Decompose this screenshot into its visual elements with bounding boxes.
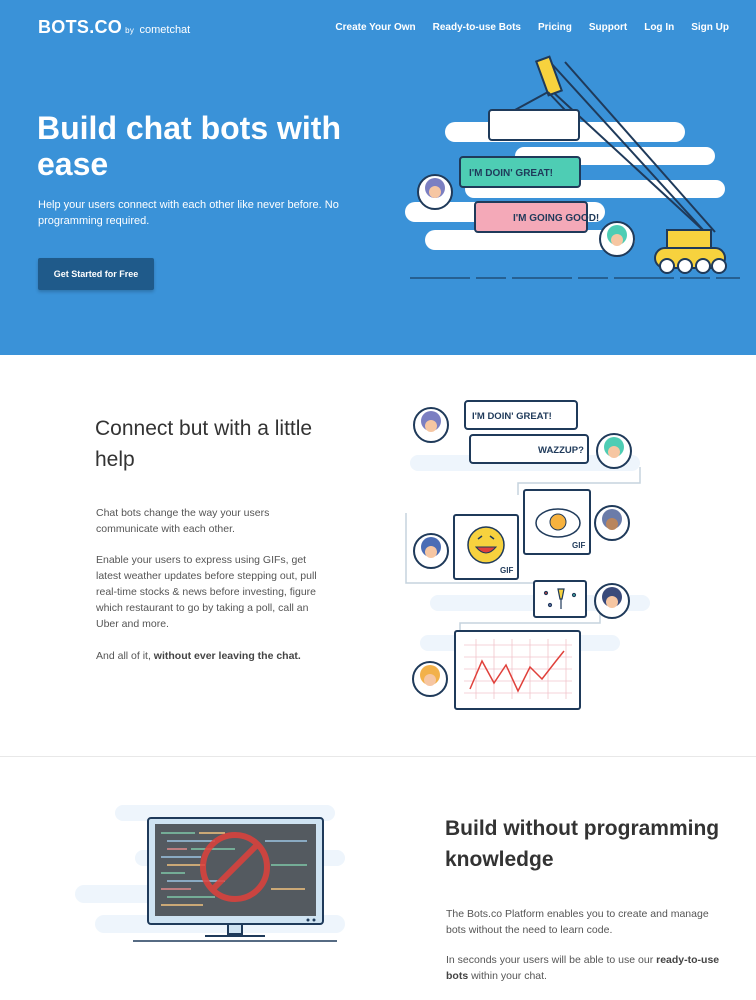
connect-illustration: I'M DOIN' GREAT! WAZZUP? GIF GIF: [405, 400, 650, 710]
nav-log-in[interactable]: Log In: [644, 22, 675, 33]
nav-pricing[interactable]: Pricing: [537, 22, 572, 33]
logo-partner: cometchat: [139, 24, 191, 36]
connect-paragraph-3: And all of it, without ever leaving the …: [96, 648, 326, 664]
build-paragraph-2-bold[interactable]: ready-to-use bots: [446, 954, 720, 982]
hero-subtitle: Help your users connect with each other …: [38, 199, 339, 227]
connect-paragraph-2: Enable your users to express using GIFs,…: [96, 554, 317, 630]
section-divider: [0, 756, 756, 757]
hero-illustration: I'M DOIN' GREAT! I'M GOING GOOD!: [405, 55, 740, 279]
gif-label: GIF: [572, 541, 585, 550]
build-title: Build without programming knowledge: [445, 817, 720, 871]
avatar-icon: [412, 661, 448, 697]
nav-support[interactable]: Support: [588, 22, 628, 33]
get-started-button[interactable]: Get Started for Free: [38, 258, 154, 290]
smiley-emoji-icon: [467, 526, 505, 564]
nav-ready-to-use-bots[interactable]: Ready-to-use Bots: [432, 22, 521, 33]
logo-main: BOTS.CO: [38, 17, 123, 37]
connect-title: Connect but with a little help: [95, 417, 313, 471]
avatar-icon: [599, 221, 635, 257]
connect-paragraph-3-bold: without ever leaving the chat.: [153, 650, 301, 662]
avatar-icon: [596, 433, 632, 469]
champagne-glass-icon: [543, 588, 577, 609]
hero-bubble-1: I'M DOIN' GREAT!: [469, 168, 553, 179]
avatar-icon: [413, 533, 449, 569]
build-paragraph-1: The Bots.co Platform enables you to crea…: [446, 908, 709, 936]
avatar-icon: [413, 407, 449, 443]
logo-by: by: [125, 26, 135, 35]
avatar-icon: [417, 174, 453, 210]
connect-bubble-1: I'M DOIN' GREAT!: [472, 411, 552, 422]
monitor-icon: [133, 817, 337, 942]
build-paragraph-2: In seconds your users will be able to us…: [446, 952, 726, 984]
monitor-illustration: [75, 805, 345, 942]
fried-egg-icon: [535, 508, 581, 538]
build-paragraph-2-prefix: In seconds your users will be able to us…: [446, 954, 654, 966]
build-paragraph-2-suffix: within your chat.: [471, 970, 547, 982]
connect-paragraph-3-prefix: And all of it,: [96, 650, 151, 662]
top-nav: Create Your Own Ready-to-use Bots Pricin…: [318, 22, 729, 33]
nav-create-your-own[interactable]: Create Your Own: [335, 22, 416, 33]
connect-paragraph-1: Chat bots change the way your users comm…: [96, 507, 270, 535]
nav-sign-up[interactable]: Sign Up: [691, 22, 729, 33]
no-entry-icon: [200, 832, 270, 902]
hero-bubble-2: I'M GOING GOOD!: [513, 213, 599, 224]
stock-chart-icon: [464, 639, 572, 699]
connect-bubble-2: WAZZUP?: [538, 445, 584, 456]
avatar-icon: [594, 505, 630, 541]
gif-label: GIF: [500, 566, 513, 575]
avatar-icon: [594, 583, 630, 619]
hero-title: Build chat bots with ease: [37, 110, 341, 182]
